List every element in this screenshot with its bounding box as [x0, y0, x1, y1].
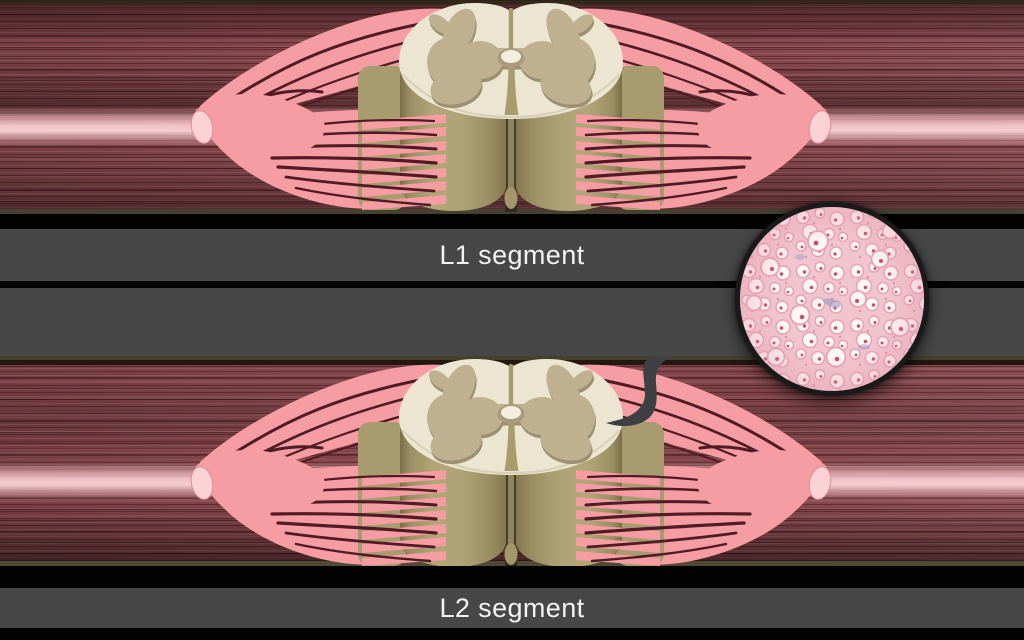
texture-edge-line	[0, 360, 1024, 365]
spinal-cord-segment-l1	[188, 3, 833, 212]
pointer-hook-arrow-icon	[606, 346, 690, 427]
spinal-cord-segment-l2	[188, 359, 833, 568]
label-band-l2: L2 segment	[0, 588, 1024, 628]
segment-2-label: L2 segment	[439, 592, 585, 623]
band-divider	[0, 628, 1024, 640]
segment-1-label: L1 segment	[439, 239, 585, 270]
band-divider	[0, 281, 1024, 288]
histology-micrograph-inset	[735, 202, 929, 396]
texture-edge-line	[0, 356, 1024, 360]
histology-micrograph-icon	[740, 207, 924, 391]
band-divider	[0, 566, 1024, 588]
